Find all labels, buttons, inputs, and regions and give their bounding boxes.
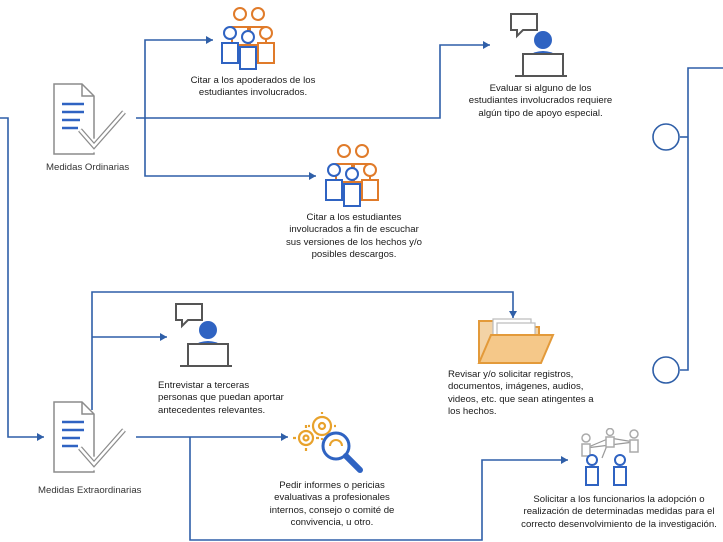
- extraordinary-measures-label: Medidas Extraordinarias: [38, 485, 142, 496]
- arrowhead: [483, 41, 490, 49]
- gears-magnifier-icon: [293, 412, 363, 473]
- arrowhead: [37, 433, 44, 441]
- connector-citar-estudiantes: [144, 118, 316, 177]
- person-speech-bubble-icon: [510, 13, 567, 77]
- connector-evaluate: [136, 44, 490, 119]
- arrowhead: [509, 311, 517, 318]
- connector-citar-apoderados: [144, 39, 213, 118]
- ordinary-measures-label: Medidas Ordinarias: [46, 162, 130, 173]
- open-folder-icon: [477, 318, 555, 364]
- arrowhead: [281, 433, 288, 441]
- people-network-icon: [581, 428, 639, 486]
- connector-revisar: [91, 291, 514, 410]
- step-text-revisar: Revisar y/o solicitar registros, documen…: [448, 369, 594, 418]
- step-text-solicitar: Solicitar a los funcionarios la adopción…: [521, 494, 717, 530]
- person-speech-bubble-icon: [175, 303, 232, 367]
- right-bracket-line: [680, 67, 723, 371]
- step-text-pedir: Pedir informes o pericias evaluativas a …: [269, 480, 395, 529]
- step-text-evaluar: Evaluar si alguno de los estudiantes inv…: [468, 83, 613, 119]
- checklist-document-icon: [53, 83, 128, 155]
- circle-node: [652, 356, 680, 384]
- step-text-citar-apoderados: Citar a los apoderados de los estudiante…: [190, 75, 316, 99]
- arrowhead: [160, 333, 167, 341]
- arrowhead: [206, 36, 213, 44]
- arrowhead: [561, 456, 568, 464]
- connector-solicitar: [189, 437, 568, 541]
- circle-node: [652, 123, 680, 151]
- main-spine-line: [0, 117, 44, 438]
- checklist-document-icon: [53, 401, 128, 473]
- arrowhead: [309, 172, 316, 180]
- step-text-entrevistar: Entrevistar a terceras personas que pued…: [158, 380, 284, 416]
- group-people-icon: [325, 144, 379, 207]
- group-people-icon: [221, 7, 275, 70]
- step-text-citar-estudiantes: Citar a los estudiantes involucrados a f…: [286, 212, 422, 261]
